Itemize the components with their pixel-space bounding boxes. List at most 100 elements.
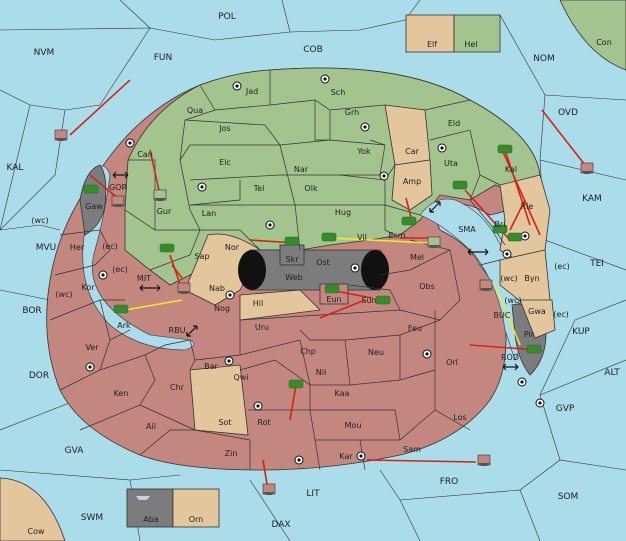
province-label: Jad bbox=[245, 87, 258, 96]
army-icon[interactable] bbox=[492, 224, 508, 234]
province-label: Hil bbox=[253, 299, 263, 308]
army-icon[interactable] bbox=[526, 344, 542, 354]
canal-label: MIT bbox=[137, 274, 151, 283]
province-label: Gwa bbox=[528, 307, 546, 316]
province-label: Ver bbox=[85, 343, 99, 352]
province-label: Nil bbox=[316, 368, 326, 377]
fleet-icon[interactable] bbox=[262, 483, 276, 495]
move-arrow bbox=[171, 264, 183, 279]
fleet-icon[interactable] bbox=[111, 195, 125, 207]
province-label: Web bbox=[285, 273, 302, 282]
province-label: Esm bbox=[388, 231, 405, 240]
province-label: Grh bbox=[345, 108, 359, 117]
canal-label: GOR bbox=[109, 183, 127, 192]
province-label: Vil bbox=[357, 233, 367, 242]
canal-label: SMA bbox=[458, 225, 476, 234]
army-icon[interactable] bbox=[324, 284, 340, 294]
province-label: Chp bbox=[300, 347, 316, 356]
province-elf[interactable] bbox=[405, 14, 455, 53]
army-icon[interactable] bbox=[452, 180, 468, 190]
province-label: Aba bbox=[143, 515, 159, 524]
fleet-icon[interactable] bbox=[477, 454, 491, 466]
province-hil[interactable] bbox=[239, 289, 321, 321]
coast-label: (wc) bbox=[500, 274, 517, 283]
province-label: Chr bbox=[170, 383, 185, 392]
province-label: Qua bbox=[187, 106, 203, 115]
hole-right bbox=[361, 250, 389, 290]
army-icon[interactable] bbox=[113, 304, 129, 314]
fleet-icon[interactable] bbox=[427, 236, 441, 248]
province-label: Sun bbox=[361, 296, 376, 305]
canal-label: RBU bbox=[169, 326, 186, 335]
fleet-icon[interactable] bbox=[580, 162, 594, 174]
province-label: Neu bbox=[368, 348, 384, 357]
sea-label: GVP bbox=[556, 404, 575, 414]
army-icon[interactable] bbox=[159, 243, 175, 253]
province-orn[interactable] bbox=[172, 488, 220, 528]
fleet-icon[interactable] bbox=[136, 496, 150, 500]
province-label: Kaa bbox=[335, 389, 350, 398]
sea-label: GVA bbox=[65, 446, 85, 456]
coast-label: (wc) bbox=[504, 296, 521, 305]
move-arrow bbox=[469, 344, 539, 351]
province-label: Feu bbox=[408, 324, 422, 333]
province-amp[interactable] bbox=[391, 159, 433, 211]
province-sot[interactable] bbox=[189, 364, 249, 436]
province-label: Sap bbox=[194, 252, 209, 261]
move-arrow bbox=[504, 149, 531, 226]
sea-label: NOM bbox=[533, 54, 555, 64]
province-label: Amp bbox=[403, 177, 421, 186]
province-label: Rie bbox=[521, 202, 534, 211]
sea-label: LIT bbox=[306, 489, 320, 499]
fleet-icon[interactable] bbox=[153, 189, 167, 201]
sea-label: KAL bbox=[7, 163, 24, 173]
province-label: Mou bbox=[345, 421, 362, 430]
fleet-icon[interactable] bbox=[177, 282, 191, 294]
province-rie-area[interactable] bbox=[499, 174, 551, 263]
army-icon[interactable] bbox=[284, 236, 300, 246]
army-icon[interactable] bbox=[288, 379, 304, 389]
sea-label: COB bbox=[303, 45, 323, 55]
support-arrow bbox=[494, 284, 521, 346]
province-label: Nog bbox=[214, 304, 230, 313]
province-label: Hug bbox=[335, 208, 351, 217]
province-label: Bar bbox=[204, 362, 218, 371]
province-label: Orn bbox=[189, 515, 204, 524]
fleet-icon[interactable] bbox=[479, 279, 493, 291]
fleet-icon[interactable] bbox=[54, 129, 68, 141]
province-label: Byn bbox=[524, 274, 539, 283]
province-label: Uta bbox=[444, 159, 458, 168]
province-label: Car bbox=[405, 147, 419, 156]
land-borders bbox=[49, 70, 506, 471]
province-nab[interactable] bbox=[184, 233, 261, 306]
army-icon[interactable] bbox=[321, 232, 337, 242]
sea-label: SOM bbox=[558, 492, 579, 502]
province-label: Hel bbox=[464, 40, 477, 49]
coast-label: (ec) bbox=[553, 310, 569, 319]
move-arrow bbox=[499, 144, 541, 236]
province-label: Nar bbox=[294, 165, 309, 174]
province-hel[interactable] bbox=[453, 14, 501, 53]
army-icon[interactable] bbox=[83, 184, 99, 194]
supply-centers bbox=[85, 74, 545, 465]
province-label: Pir bbox=[524, 330, 535, 339]
army-icon[interactable] bbox=[507, 232, 523, 242]
province-label: Yok bbox=[356, 147, 371, 156]
units bbox=[54, 129, 594, 500]
canal-arrows bbox=[112, 171, 519, 371]
canal-label: BUC bbox=[494, 311, 511, 320]
army-icon[interactable] bbox=[401, 216, 417, 226]
army-icon[interactable] bbox=[497, 144, 513, 154]
coast-label: (wc) bbox=[55, 290, 72, 299]
sea-label: BOR bbox=[22, 306, 41, 316]
coast-label: (ec) bbox=[112, 265, 128, 274]
province-label: Ost bbox=[316, 258, 330, 267]
province-label: Nor bbox=[225, 243, 240, 252]
province-gwa[interactable] bbox=[519, 299, 556, 339]
army-icon[interactable] bbox=[375, 295, 391, 305]
province-label: Sam bbox=[403, 445, 421, 454]
province-label: Jos bbox=[218, 124, 230, 133]
province-label: Eld bbox=[448, 119, 460, 128]
sea-label: FUN bbox=[154, 53, 173, 63]
